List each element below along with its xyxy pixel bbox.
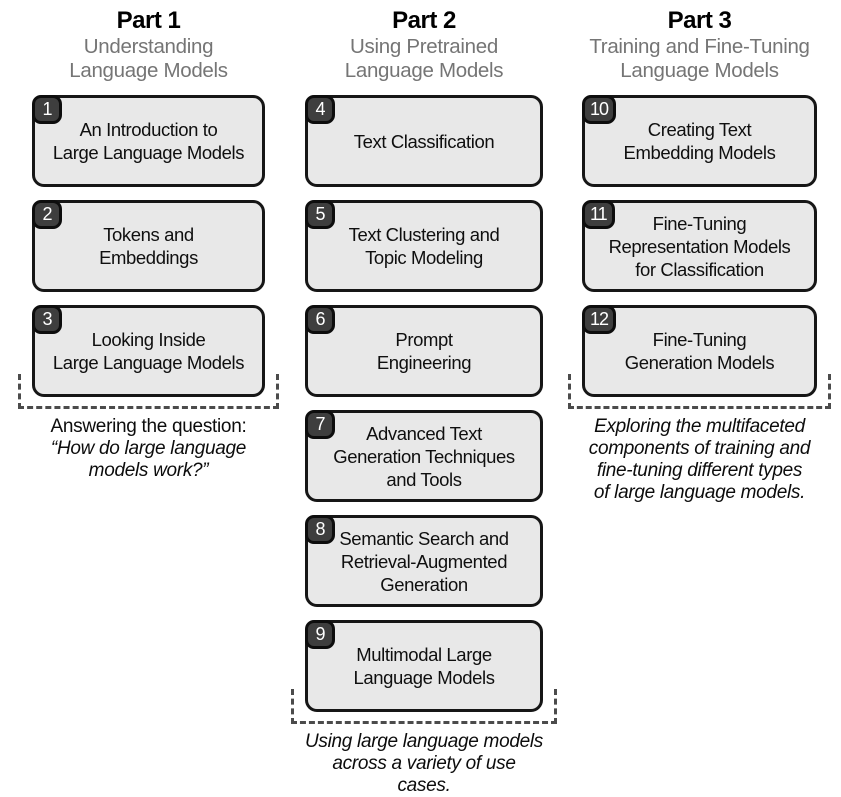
chapter-number-badge: 12: [582, 305, 617, 334]
chapter-11-box: 11 Fine-Tuning Representation Models for…: [582, 200, 817, 292]
part-3-subtitle: Training and Fine-Tuning Language Models: [589, 35, 810, 82]
chapter-1-title: An Introduction to Large Language Models: [52, 119, 245, 163]
part-1-caption: Answering the question: “How do large la…: [32, 416, 265, 482]
part-3-caption: Exploring the multifaceted components of…: [582, 416, 817, 504]
chapter-8-box: 8 Semantic Search and Retrieval-Augmente…: [305, 515, 543, 607]
chapter-4-title: Text Classification: [353, 130, 495, 152]
chapter-12-box: 12 Fine-Tuning Generation Models: [582, 305, 817, 397]
chapter-8-title: Semantic Search and Retrieval-Augmented …: [339, 527, 509, 595]
part-3-title: Part 3: [667, 7, 732, 34]
chapter-number-badge: 6: [305, 305, 335, 334]
part-3-column: Part 3 Training and Fine-Tuning Language…: [568, 0, 831, 504]
chapter-7-box: 7 Advanced Text Generation Techniques an…: [305, 410, 543, 502]
chapter-3-box: 3 Looking Inside Large Language Models: [32, 305, 265, 397]
chapter-5-box: 5 Text Clustering and Topic Modeling: [305, 200, 543, 292]
part-3-header: Part 3 Training and Fine-Tuning Language…: [582, 0, 817, 95]
part-2-subtitle: Using Pretrained Language Models: [344, 35, 504, 82]
chapter-6-title: Prompt Engineering: [376, 329, 472, 373]
part-3-dashed-bracket: [568, 374, 831, 409]
part-1-dashed-bracket: [18, 374, 279, 409]
chapter-number-badge: 10: [582, 95, 617, 124]
chapter-number-badge: 11: [582, 200, 615, 229]
part-1-subtitle: Understanding Language Models: [69, 35, 228, 82]
chapter-9-title: Multimodal Large Language Models: [353, 644, 495, 688]
chapter-11-title: Fine-Tuning Representation Models for Cl…: [608, 212, 791, 280]
chapter-5-title: Text Clustering and Topic Modeling: [348, 224, 500, 268]
chapter-number-badge: 3: [32, 305, 62, 334]
part-1-caption-lead: Answering the question:: [50, 416, 247, 437]
part-2-chapters: 4 Text Classification 5 Text Clustering …: [305, 95, 543, 712]
chapter-1-box: 1 An Introduction to Large Language Mode…: [32, 95, 265, 187]
part-1-title: Part 1: [116, 7, 181, 34]
part-1-header: Part 1 Understanding Language Models: [32, 0, 265, 95]
part-2-column: Part 2 Using Pretrained Language Models …: [291, 0, 557, 797]
part-2-dashed-bracket: [291, 689, 557, 724]
chapter-7-title: Advanced Text Generation Techniques and …: [333, 422, 515, 490]
chapter-10-title: Creating Text Embedding Models: [623, 119, 776, 163]
chapter-2-box: 2 Tokens and Embeddings: [32, 200, 265, 292]
part-2-header: Part 2 Using Pretrained Language Models: [305, 0, 543, 95]
chapter-number-badge: 1: [32, 95, 62, 124]
chapter-number-badge: 4: [305, 95, 335, 124]
chapter-number-badge: 9: [305, 620, 335, 649]
chapter-12-title: Fine-Tuning Generation Models: [624, 329, 775, 373]
part-1-column: Part 1 Understanding Language Models 1 A…: [18, 0, 279, 482]
part-2-caption: Using large language models across a var…: [305, 731, 543, 797]
part-1-caption-quote: “How do large language models work?”: [50, 438, 247, 481]
chapter-number-badge: 7: [305, 410, 335, 439]
part-3-caption-text: Exploring the multifaceted components of…: [588, 416, 811, 503]
part-2-title: Part 2: [392, 7, 456, 34]
chapter-number-badge: 2: [32, 200, 62, 229]
chapter-3-title: Looking Inside Large Language Models: [52, 329, 245, 373]
part-3-chapters: 10 Creating Text Embedding Models 11 Fin…: [582, 95, 817, 397]
chapter-9-box: 9 Multimodal Large Language Models: [305, 620, 543, 712]
chapter-4-box: 4 Text Classification: [305, 95, 543, 187]
chapter-10-box: 10 Creating Text Embedding Models: [582, 95, 817, 187]
part-1-chapters: 1 An Introduction to Large Language Mode…: [32, 95, 265, 397]
part-2-caption-text: Using large language models across a var…: [305, 731, 544, 796]
chapter-number-badge: 8: [305, 515, 335, 544]
chapter-6-box: 6 Prompt Engineering: [305, 305, 543, 397]
chapter-number-badge: 5: [305, 200, 335, 229]
chapter-2-title: Tokens and Embeddings: [99, 224, 198, 268]
